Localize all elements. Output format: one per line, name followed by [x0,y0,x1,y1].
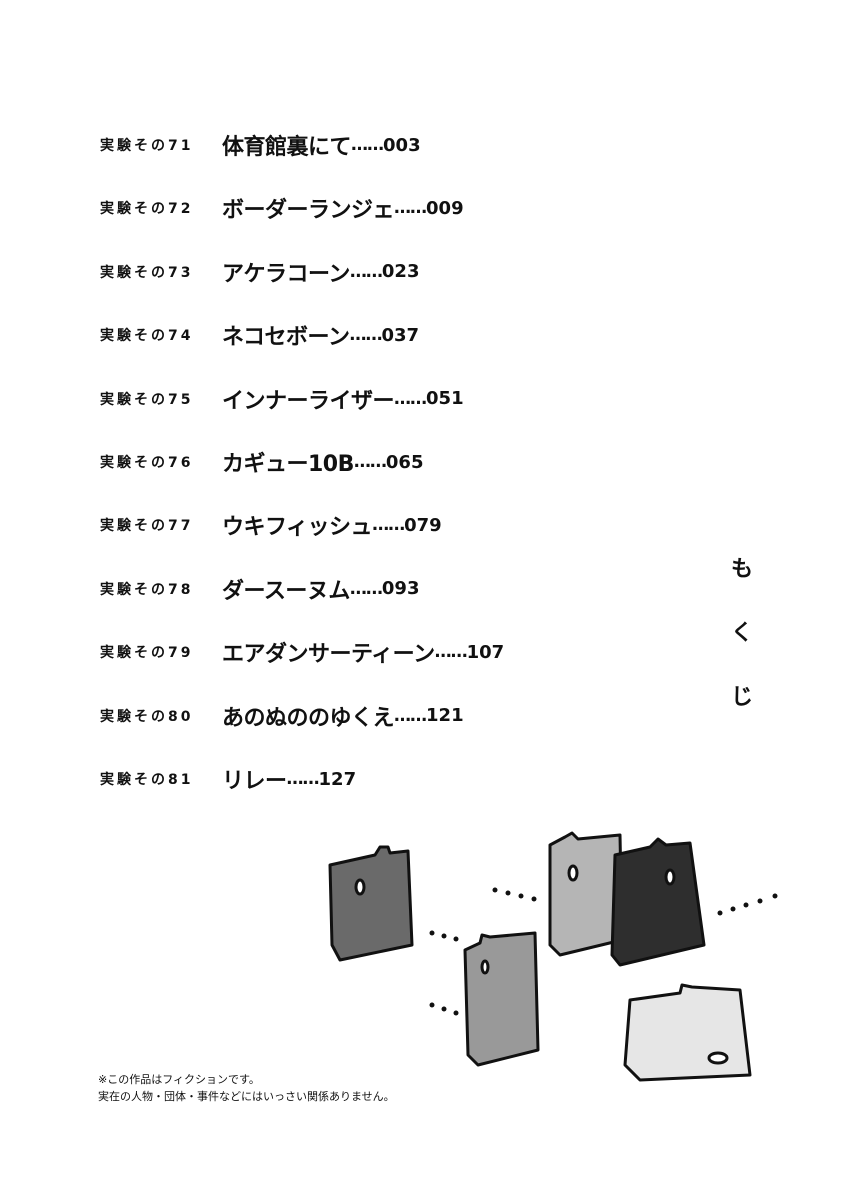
page-number: 127 [318,768,357,790]
chapter-title: ネコセボーン [222,325,350,351]
leader-dots: …… [351,135,384,155]
leader-dots: …… [349,578,383,599]
leader-dots: …… [434,642,468,663]
toc-entry: 実験その72 ボーダーランジェ……009 [100,193,464,224]
chapter-label: 実験その78 [100,581,194,598]
leader-dots: …… [372,515,405,536]
heading-char: く [730,621,753,646]
toc-entry: 実験その73 アケラコーン……023 [100,257,419,287]
page-number: 093 [381,578,420,600]
page-number: 009 [426,197,464,219]
chapter-label: 実験その74 [100,328,194,345]
page-number: 023 [381,261,420,283]
chapter-label: 実験その76 [100,455,194,471]
toc-entry: 実験その78 ダースーヌム……093 [100,574,419,604]
disclaimer: ※この作品はフィクションです。 実在の人物・団体・事件などにはいっさい関係ありま… [98,1071,395,1105]
disclaimer-line: 実在の人物・団体・事件などにはいっさい関係ありません。 [98,1090,395,1103]
chapter-label: 実験その81 [100,772,194,788]
block-characters-illustration [328,831,778,1082]
chapter-title: アケラコーン [222,261,350,287]
toc-entry: 実験その80 あのぬののゆくえ……121 [100,701,464,731]
page-number: 003 [383,134,421,156]
toc-entry: 実験その81 リレー……127 [100,764,357,795]
chapter-title: ボーダーランジェ [222,198,395,224]
leader-dots: …… [286,769,320,789]
chapter-title: あのぬののゆくえ [222,705,395,731]
chapter-title: ウキフィッシュ [222,515,373,541]
chapter-label: 実験その80 [100,708,194,725]
chapter-title: ダースーヌム [222,578,350,604]
page-number: 051 [426,388,464,410]
gray-block [463,931,540,1067]
chapter-label: 実験その77 [100,518,194,535]
disclaimer-line: ※この作品はフィクションです。 [98,1073,260,1086]
light-gray-block [548,831,624,957]
leader-dots: …… [394,705,427,726]
chapter-title: カギュー10B [222,452,354,477]
page-number: 037 [381,324,420,346]
heading-char: じ [730,685,753,710]
leader-dots: …… [349,325,382,346]
chapter-title: インナーライザー [222,388,395,414]
contents-heading: も く じ [730,538,754,730]
dark-gray-block [328,845,414,962]
toc-entry: 実験その76 カギュー10B……065 [100,447,424,478]
leader-dots: …… [394,198,427,219]
motion-dots [429,887,778,1016]
page-number: 107 [466,641,505,663]
chapter-title: 体育館裏にて [222,135,352,160]
chapter-title: リレー [222,769,287,794]
leader-dots: …… [353,452,387,472]
chapter-label: 実験その79 [100,645,194,662]
leader-dots: …… [394,388,427,409]
leader-dots: …… [349,261,383,282]
chapter-label: 実験その75 [100,391,194,408]
page-number: 079 [404,514,442,536]
heading-char: も [730,557,753,582]
toc-entry: 実験その77 ウキフィッシュ……079 [100,510,442,541]
toc-entry: 実験その75 インナーライザー……051 [100,384,464,414]
toc-entry: 実験その71 体育館裏にて……003 [100,130,421,161]
chapter-title: エアダンサーティーン [222,642,435,668]
toc-entry: 実験その79 エアダンサーティーン……107 [100,637,505,668]
chapter-label: 実験その71 [100,138,194,154]
page-number: 065 [385,451,424,473]
white-block [623,983,752,1082]
toc-entry: 実験その74 ネコセボーン……037 [100,320,420,351]
black-block [610,837,706,967]
chapter-label: 実験その72 [100,201,194,218]
page-number: 121 [426,705,464,727]
chapter-label: 実験その73 [100,264,194,281]
